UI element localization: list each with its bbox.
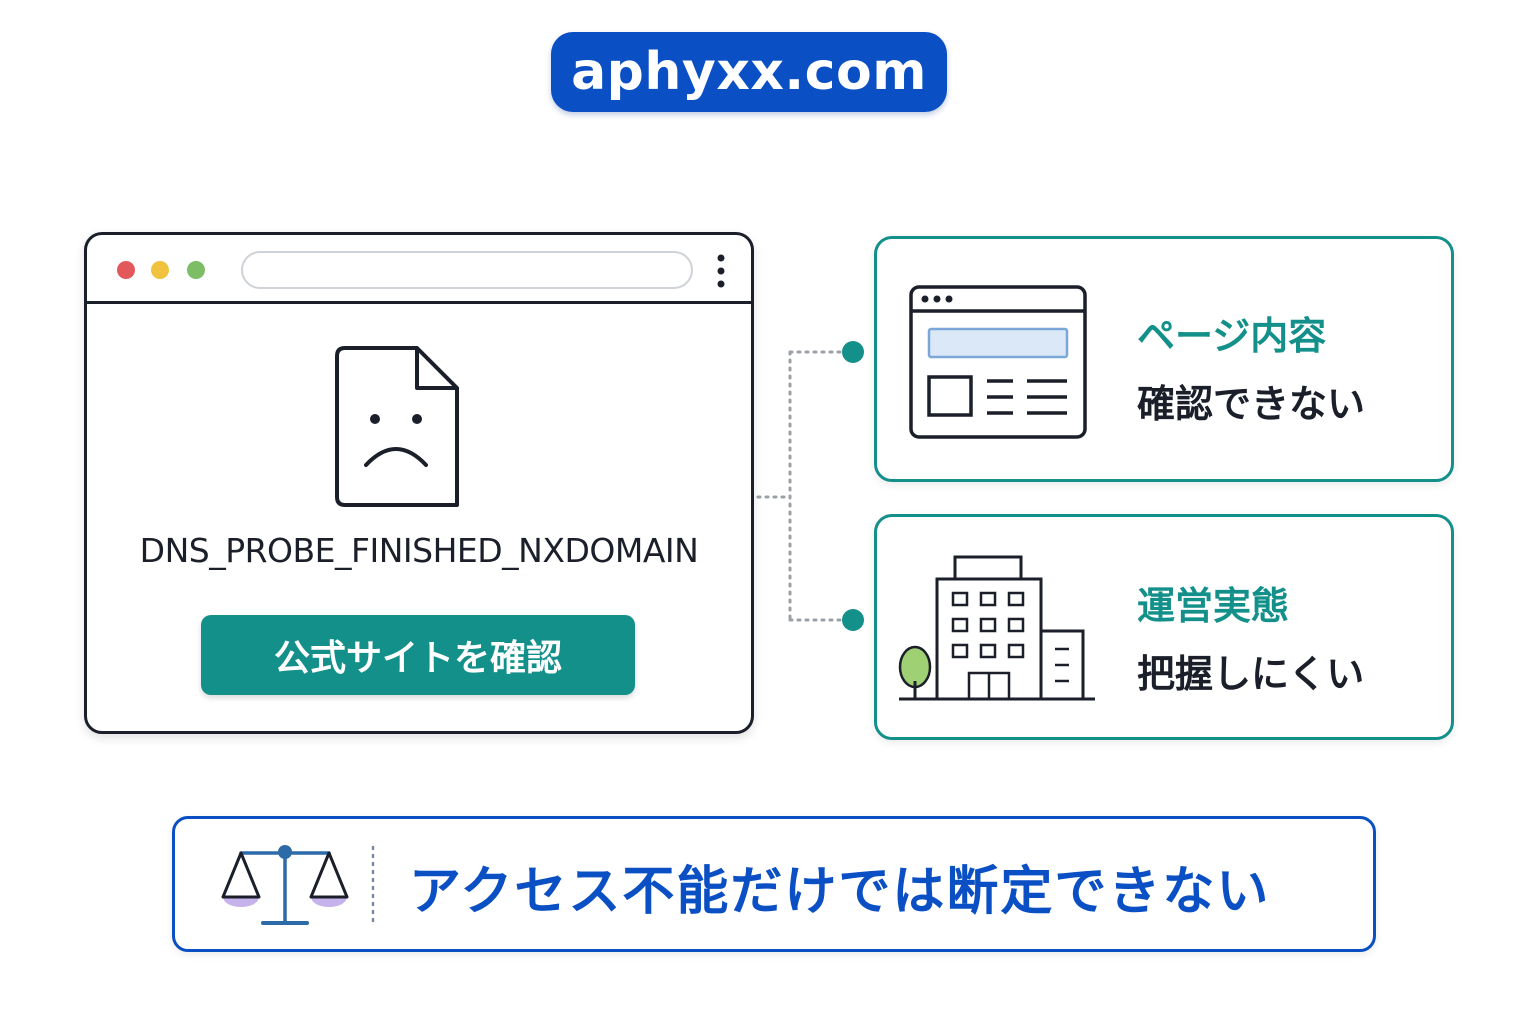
card-subtitle-page-content: 確認できない (1137, 382, 1366, 426)
connector-node-bottom (842, 609, 864, 631)
divider (371, 845, 375, 925)
window-close-dot (117, 261, 135, 279)
webpage-layout-icon (909, 285, 1087, 439)
check-official-site-button[interactable]: 公式サイトを確認 (201, 615, 635, 695)
error-code-text: DNS_PROBE_FINISHED_NXDOMAIN (139, 531, 699, 570)
domain-badge: aphyxx.com (551, 32, 947, 112)
window-minimize-dot (151, 261, 169, 279)
card-title-page-content: ページ内容 (1137, 314, 1327, 358)
balance-scale-icon (221, 845, 349, 925)
connector-node-top (842, 341, 864, 363)
browser-window: DNS_PROBE_FINISHED_NXDOMAIN 公式サイトを確認 (84, 232, 754, 734)
kebab-menu-icon (717, 254, 725, 288)
address-bar (241, 251, 693, 289)
browser-toolbar (87, 235, 751, 304)
conclusion-banner: アクセス不能だけでは断定できない (172, 816, 1376, 952)
window-maximize-dot (187, 261, 205, 279)
card-operations: 運営実態 把握しにくい (874, 514, 1454, 740)
sad-document-icon (335, 346, 459, 507)
card-subtitle-operations: 把握しにくい (1137, 652, 1365, 696)
office-building-icon (898, 555, 1095, 701)
conclusion-text: アクセス不能だけでは断定できない (409, 862, 1271, 922)
card-title-operations: 運営実態 (1137, 584, 1290, 628)
card-page-content: ページ内容 確認できない (874, 236, 1454, 482)
